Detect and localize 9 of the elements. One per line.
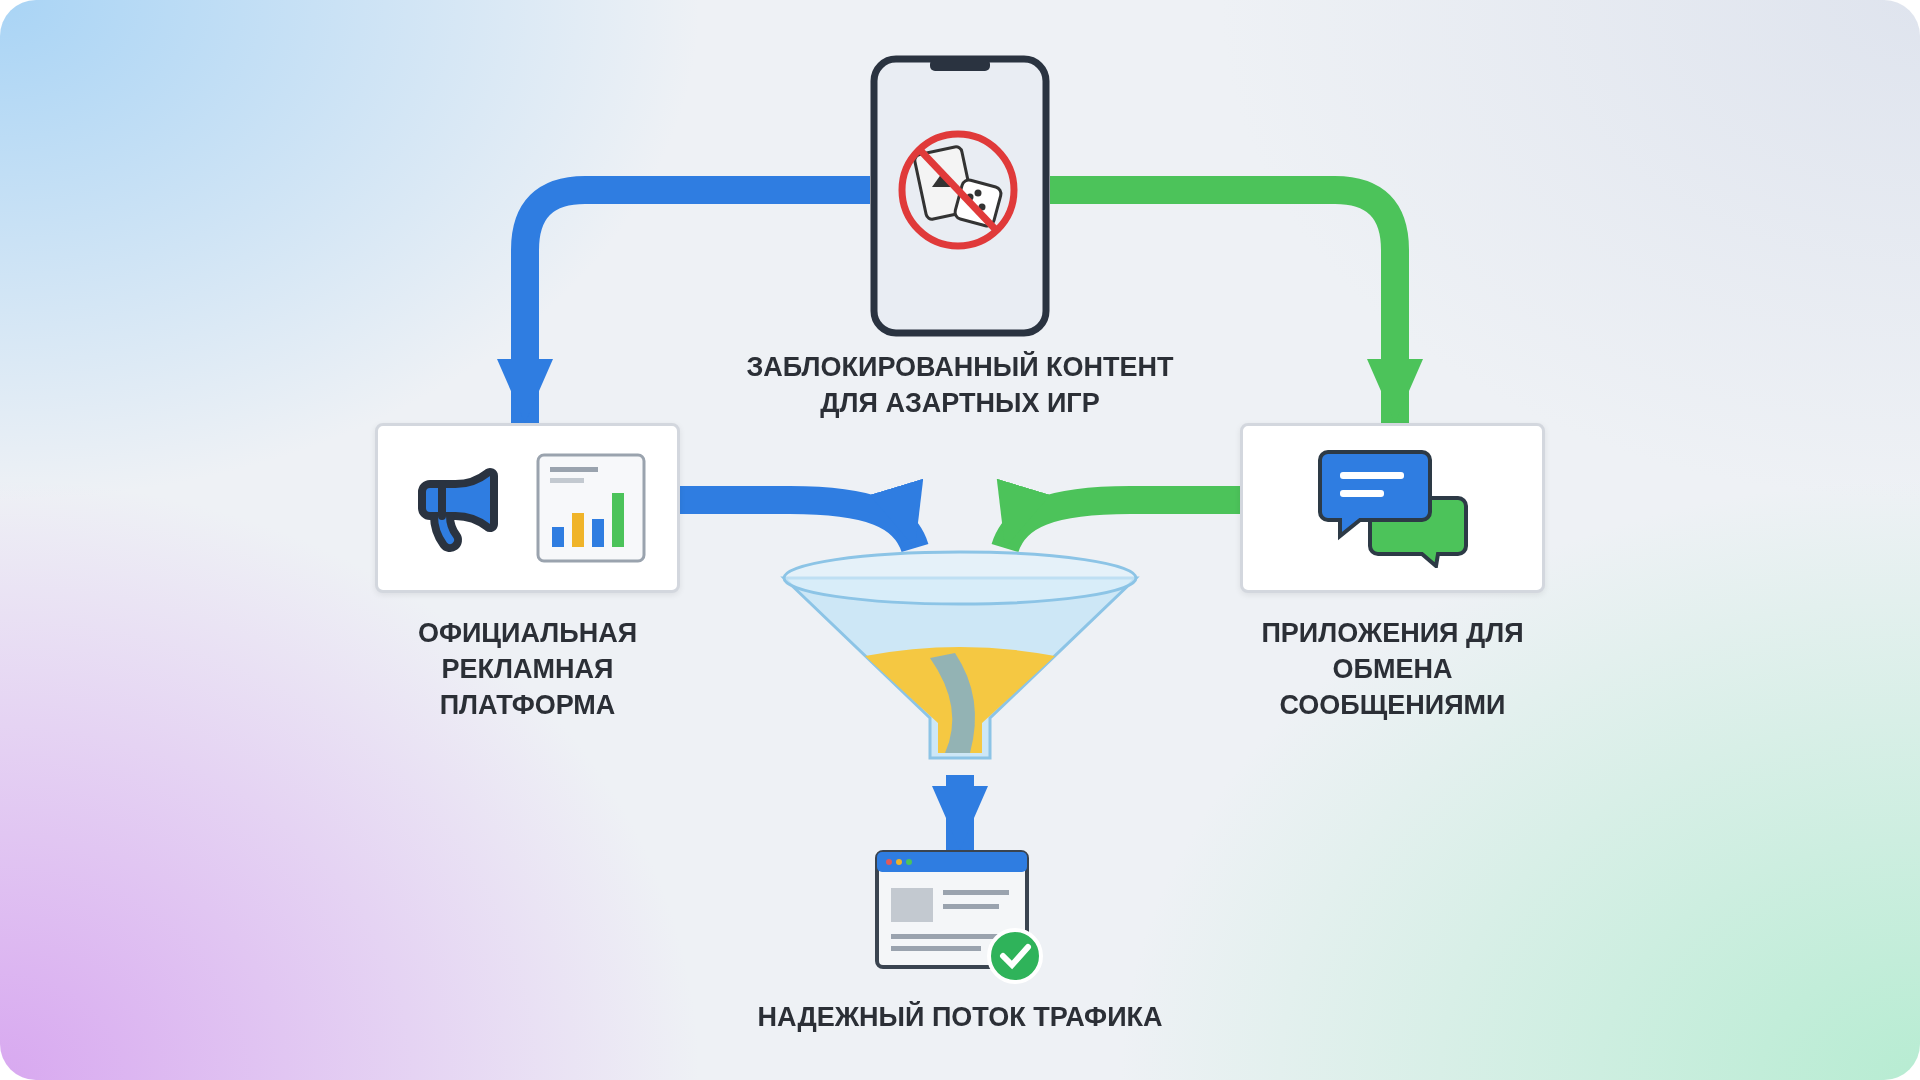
arrow: [932, 775, 988, 850]
arrow: [497, 176, 870, 423]
node-label: НАДЕЖНЫЙ ПОТОК ТРАФИКА: [757, 1000, 1163, 1034]
arrow: [991, 478, 1240, 554]
arrow: [680, 478, 929, 554]
node-label: ЗАБЛОКИРОВАННЫЙ КОНТЕНТ ДЛЯ АЗАРТНЫХ ИГР: [745, 350, 1175, 420]
arrow: [1050, 176, 1423, 423]
node-label: ПРИЛОЖЕНИЯ ДЛЯ ОБМЕНА СООБЩЕНИЯМИ: [1260, 617, 1525, 722]
node-label: ОФИЦИАЛЬНАЯ РЕКЛАМНАЯ ПЛАТФОРМА: [416, 617, 639, 722]
